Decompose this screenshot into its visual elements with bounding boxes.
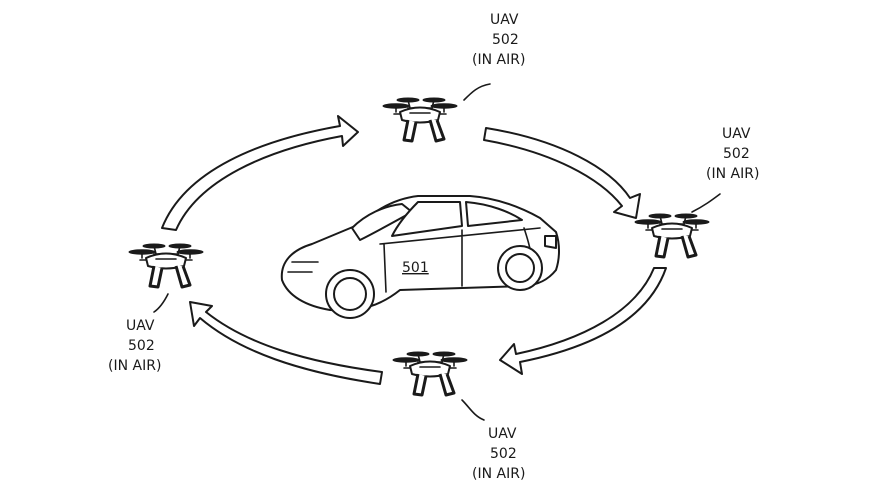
uav-right-line-1: UAV	[722, 126, 751, 142]
uav-right-line-2: 502	[723, 146, 750, 162]
uav-left-line-3: (IN AIR)	[108, 358, 161, 374]
uav-bottom-line-2: 502	[490, 446, 517, 462]
vehicle-label: 501	[402, 260, 429, 276]
uav-top-line-2: 502	[492, 32, 519, 48]
arrow-top-to-right	[483, 127, 641, 219]
uav-top-callout: UAV 502 (IN AIR)	[472, 12, 525, 68]
uav-left-leader	[153, 293, 169, 313]
uav-right-line-3: (IN AIR)	[706, 166, 759, 182]
uav-bottom-callout: UAV 502 (IN AIR)	[472, 426, 525, 482]
uav-top-leader	[463, 83, 491, 101]
arrow-bottom-to-left	[189, 301, 383, 385]
vehicle-501: 501	[280, 195, 560, 319]
uav-bottom-leader	[461, 399, 485, 421]
uav-left-callout: UAV 502 (IN AIR)	[108, 318, 161, 374]
uav-top-line-3: (IN AIR)	[472, 52, 525, 68]
uav-right-leader	[691, 193, 721, 213]
uav-bottom-line-1: UAV	[488, 426, 517, 442]
arrow-right-to-bottom	[499, 267, 667, 375]
uav-bottom-line-3: (IN AIR)	[472, 466, 525, 482]
arrow-left-to-top	[161, 115, 359, 231]
uav-top	[381, 96, 459, 143]
uav-right-callout: UAV 502 (IN AIR)	[706, 126, 759, 182]
uav-left-line-1: UAV	[126, 318, 155, 334]
uav-bottom	[391, 350, 469, 397]
uav-top-line-1: UAV	[490, 12, 519, 28]
uav-right	[633, 212, 711, 259]
uav-left	[127, 242, 205, 289]
orbit-arrows	[161, 115, 667, 385]
uav-left-line-2: 502	[128, 338, 155, 354]
